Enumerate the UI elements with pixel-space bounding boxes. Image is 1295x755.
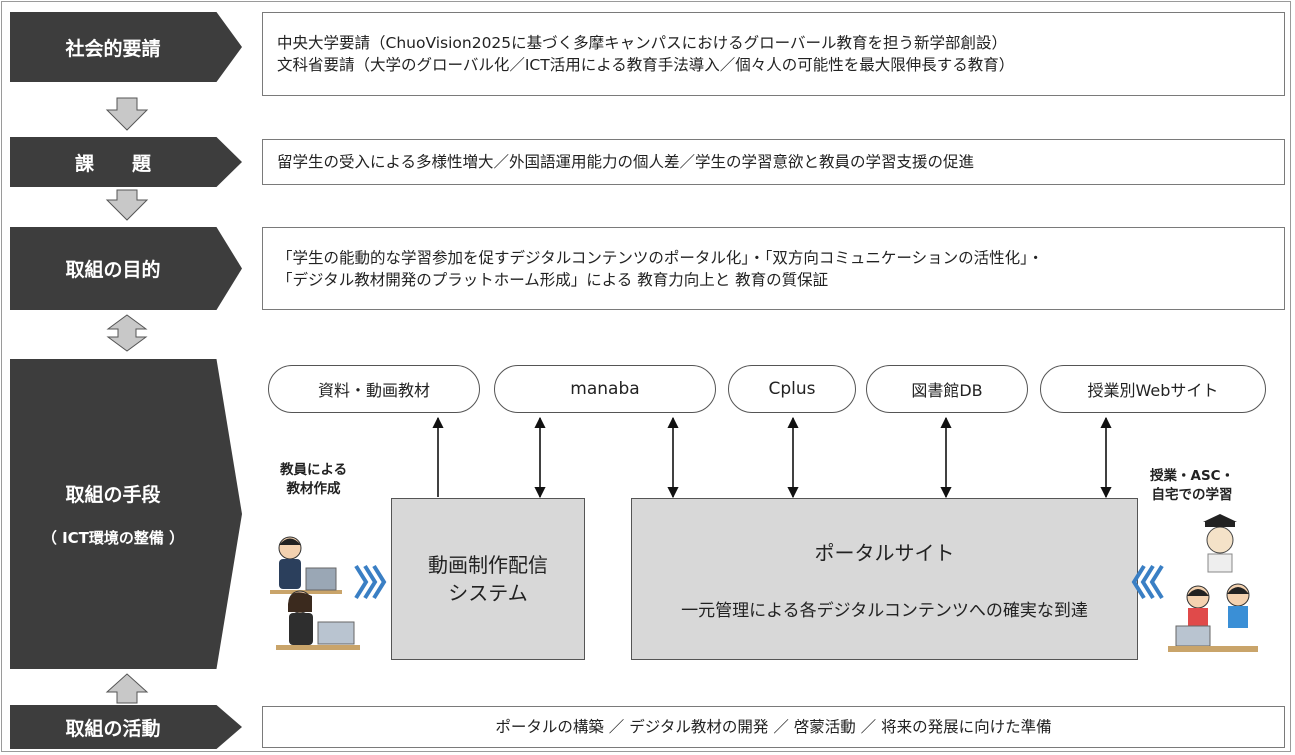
video-system-line-1: 動画制作配信 [428, 553, 548, 577]
purpose-line-1: 「学生の能動的な学習参加を促すデジタルコンテンツのポータル化」・「双方向コミュニ… [277, 248, 1044, 267]
learner-illustration [1168, 514, 1258, 652]
learner-annotation: 授業・ASC・ 自宅での学習 [1150, 467, 1234, 505]
social-line-2: 文科省要請（大学のグローバル化／ICT活用による教育手法導入／個々人の可能性を最… [277, 56, 1015, 74]
teacher-illustration [270, 536, 360, 650]
learner-annotation-line-1: 授業・ASC・ [1150, 468, 1235, 484]
step-issues-label: 課 題 [74, 152, 151, 175]
step-issues: 課 題 [10, 137, 242, 187]
resource-course-websites-label: 授業別Webサイト [1087, 381, 1219, 400]
issues-box: 留学生の受入による多様性増大／外国語運用能力の個人差／学生の学習意欲と教員の学習… [262, 139, 1285, 185]
teacher-annotation: 教員による 教材作成 [280, 461, 347, 499]
step-means: 取組の手段 （ ICT環境の整備 ） [10, 359, 242, 669]
activities-line: ポータルの構築 ／ デジタル教材の開発 ／ 啓蒙活動 ／ 将来の発展に向けた準備 [495, 718, 1052, 736]
resource-cplus-label: Cplus [768, 379, 816, 399]
resource-materials: 資料・動画教材 [268, 365, 480, 413]
down-arrow-icon [105, 97, 149, 131]
social-requirements-box: 中央大学要請（ChuoVision2025に基づく多摩キャンパスにおけるグローバ… [262, 12, 1285, 96]
step-means-label: 取組の手段 [65, 484, 161, 506]
issues-line: 留学生の受入による多様性増大／外国語運用能力の個人差／学生の学習意欲と教員の学習… [277, 153, 975, 171]
step-activities-label: 取組の活動 [65, 717, 161, 740]
up-arrow-icon [105, 673, 149, 704]
left-chevrons-icon [1131, 564, 1164, 600]
resource-manaba-label: manaba [570, 379, 640, 399]
resource-library-db: 図書館DB [866, 365, 1028, 413]
step-means-sublabel: （ ICT環境の整備 ） [41, 529, 185, 547]
step-social-requirements: 社会的要請 [10, 12, 242, 82]
social-line-1: 中央大学要請（ChuoVision2025に基づく多摩キャンパスにおけるグローバ… [277, 34, 1008, 52]
resource-manaba: manaba [494, 365, 716, 413]
portal-title: ポータルサイト [814, 541, 955, 565]
learner-annotation-line-2: 自宅での学習 [1151, 487, 1233, 503]
teacher-annotation-line-2: 教材作成 [286, 481, 341, 497]
resource-cplus: Cplus [728, 365, 856, 413]
step-social-label: 社会的要請 [65, 37, 161, 60]
purpose-line-2: 「デジタル教材開発のプラットホーム形成」による 教育力向上と 教育の質保証 [277, 270, 829, 289]
step-purpose: 取組の目的 [10, 227, 242, 310]
resource-materials-label: 資料・動画教材 [317, 381, 430, 400]
step-activities: 取組の活動 [10, 705, 242, 749]
step-purpose-label: 取組の目的 [65, 259, 161, 281]
video-production-system-box: 動画制作配信 システム [391, 498, 585, 660]
up-down-arrow-icon [106, 314, 148, 352]
portal-subtitle: 一元管理による各デジタルコンテンツへの確実な到達 [681, 601, 1088, 621]
portal-site-box: ポータルサイト 一元管理による各デジタルコンテンツへの確実な到達 [631, 498, 1138, 660]
purpose-box: 「学生の能動的な学習参加を促すデジタルコンテンツのポータル化」・「双方向コミュニ… [262, 227, 1285, 310]
video-system-line-2: システム [448, 581, 528, 605]
activities-box: ポータルの構築 ／ デジタル教材の開発 ／ 啓蒙活動 ／ 将来の発展に向けた準備 [262, 706, 1285, 748]
down-arrow-icon [105, 189, 149, 221]
resource-library-db-label: 図書館DB [911, 381, 983, 400]
right-chevrons-icon [354, 564, 387, 600]
resource-course-websites: 授業別Webサイト [1040, 365, 1266, 413]
teacher-annotation-line-1: 教員による [280, 462, 348, 478]
